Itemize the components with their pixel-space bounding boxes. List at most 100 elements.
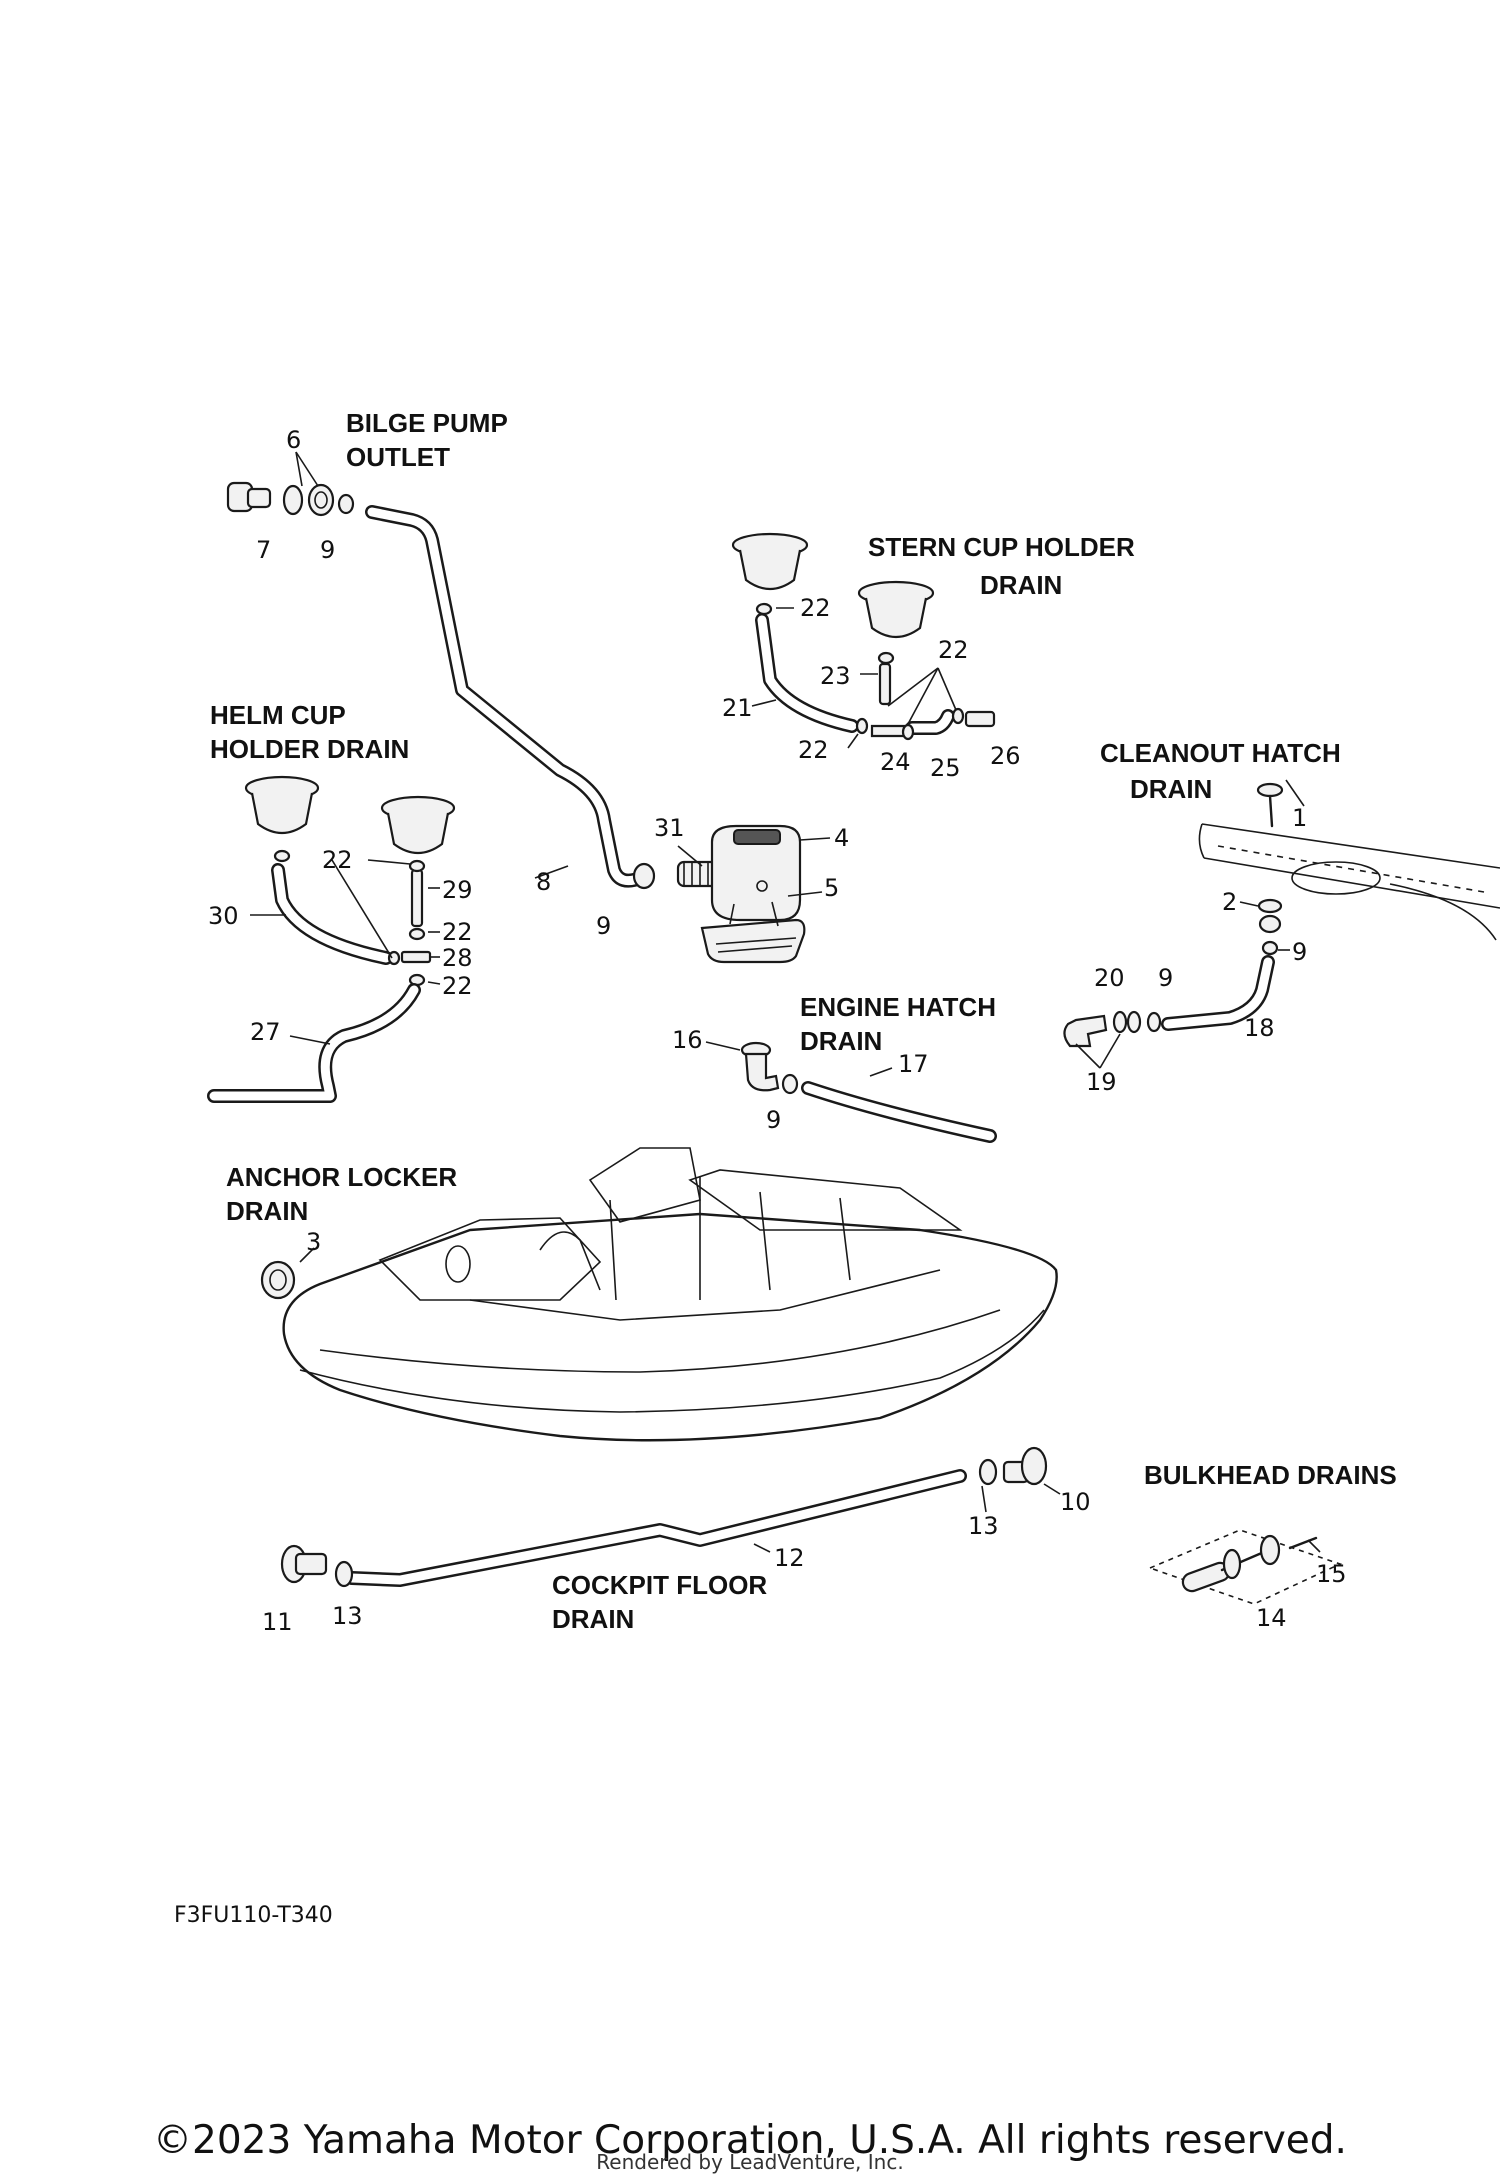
callout-29: 29 [442,876,473,904]
cleanout-hatch-group [1063,779,1500,1069]
leader-4 [799,837,831,841]
callout-1: 1 [1292,804,1307,832]
deck-seam [1217,845,1485,893]
pump-screw-hole [756,880,768,892]
rendered-by-credit: Rendered by LeadVenture, Inc. [596,2150,904,2174]
callout-10: 10 [1060,1488,1091,1516]
stern-short-hose [878,662,892,706]
callout-25: 25 [930,754,961,782]
stern-drain-hose-inner [757,615,857,731]
callout-28: 28 [442,944,473,972]
cleanout-clamp-9 [1146,1011,1162,1033]
callout-9-outlet: 9 [320,536,335,564]
bilge-pump-body [710,824,802,922]
callout-2: 2 [1222,888,1237,916]
cleanout-hatch-opening [1291,861,1381,895]
helm-clamp-d [387,950,401,966]
pump-nozzle-ribs [683,862,709,886]
engine-hatch-elbow [744,1052,780,1092]
callout-20: 20 [1094,964,1125,992]
engine-hatch-drain-hose-inner [803,1083,995,1141]
cleanout-screw [1256,782,1284,798]
leader-22-helm-a [331,859,393,959]
leader-19b [1099,1033,1121,1069]
windshield-frames [609,1176,851,1301]
pump-top-slot [733,829,781,845]
heading-engine-hatch-line1: ENGINE HATCH [800,992,996,1022]
callout-12: 12 [774,1544,805,1572]
callout-26: 26 [990,742,1021,770]
callout-22-stern-bottom: 22 [798,736,829,764]
leader-13-right [981,1485,987,1513]
cleanout-washer [1112,1010,1128,1034]
outlet-clamp [337,493,355,515]
helm-cup-right-body [386,812,450,855]
callout-23: 23 [820,662,851,690]
leader-3 [299,1247,315,1263]
callout-13-left: 13 [332,1602,363,1630]
outlet-fitting-neck [246,487,272,509]
bulkhead-drains-group [1147,1529,1343,1605]
heading-stern-cup-holder-line1: STERN CUP HOLDER [868,532,1135,562]
heading-engine-hatch-line2: DRAIN [800,1026,882,1056]
clamp-22-e [951,707,965,725]
callout-numbers: 6 7 9 22 22 23 21 22 24 25 26 1 31 4 5 8… [208,426,1347,1636]
callout-18: 18 [1244,1014,1275,1042]
cockpit-fitting-left-neck [294,1552,328,1576]
hull-chine [299,1309,1045,1413]
stern-cup-left-body [738,549,802,591]
leader-22-r2 [907,667,939,725]
heading-helm-cup-holder-line1: HELM CUP [210,700,346,730]
callout-22-stern-right: 22 [938,636,969,664]
section-headings: BILGE PUMP OUTLET STERN CUP HOLDER DRAIN… [210,408,1397,1634]
leader-16 [705,1041,741,1051]
stern-drain-fitting [964,710,996,728]
heading-anchor-locker-line1: ANCHOR LOCKER [226,1162,457,1192]
cleanout-nut [1126,1010,1142,1034]
clamp-22-d [901,723,915,741]
callout-6: 6 [286,426,301,454]
bilge-pump-outlet-group [226,451,647,888]
callout-4: 4 [834,824,849,852]
seat-back [539,1231,601,1291]
leader-5 [787,891,823,897]
cleanout-elbow-fitting [1063,1014,1108,1048]
leader-22-r1 [887,667,939,707]
cockpit-nut-left [334,1560,354,1588]
heading-anchor-locker-line2: DRAIN [226,1196,308,1226]
helm-long-drain-hose [207,983,421,1103]
bulkhead-kit-outline [1147,1529,1343,1605]
drain-plug-center [269,1269,287,1291]
callout-9-pump: 9 [596,912,611,940]
leader-8 [534,865,569,879]
callout-14: 14 [1256,1604,1287,1632]
bulkhead-drain-flange [1222,1548,1242,1580]
cockpit-floor-drain-group [280,1446,1061,1588]
stern-cup-holder-group [731,532,996,749]
cockpit-fitting-right-face [1020,1446,1048,1486]
helm-clamp-b [408,859,426,873]
leader-22-bottom [847,733,859,749]
leader-2 [1239,901,1259,907]
callout-31: 31 [654,814,685,842]
bilge-pump-group [632,824,831,964]
boat-hull-illustration [260,1147,1058,1442]
boat-windshield-right [688,1169,963,1231]
outlet-nut [307,483,335,517]
callout-9-cleanout-hose: 9 [1158,964,1173,992]
heading-helm-cup-holder-line2: HOLDER DRAIN [210,734,409,764]
callout-11: 11 [262,1608,293,1636]
pump-screw-5b [729,903,735,925]
clamp-22-a [755,602,773,616]
callout-21: 21 [722,694,753,722]
boat-hull [282,1212,1058,1442]
heading-cockpit-floor-line2: DRAIN [552,1604,634,1634]
callout-27: 27 [250,1018,281,1046]
heading-cleanout-hatch-line1: CLEANOUT HATCH [1100,738,1341,768]
callout-9-engine: 9 [766,1106,781,1134]
clamp-22-c [855,717,869,735]
leader-15 [1307,1539,1321,1553]
outlet-washer [282,484,304,516]
callout-8: 8 [536,868,551,896]
leader-12 [753,1543,771,1553]
